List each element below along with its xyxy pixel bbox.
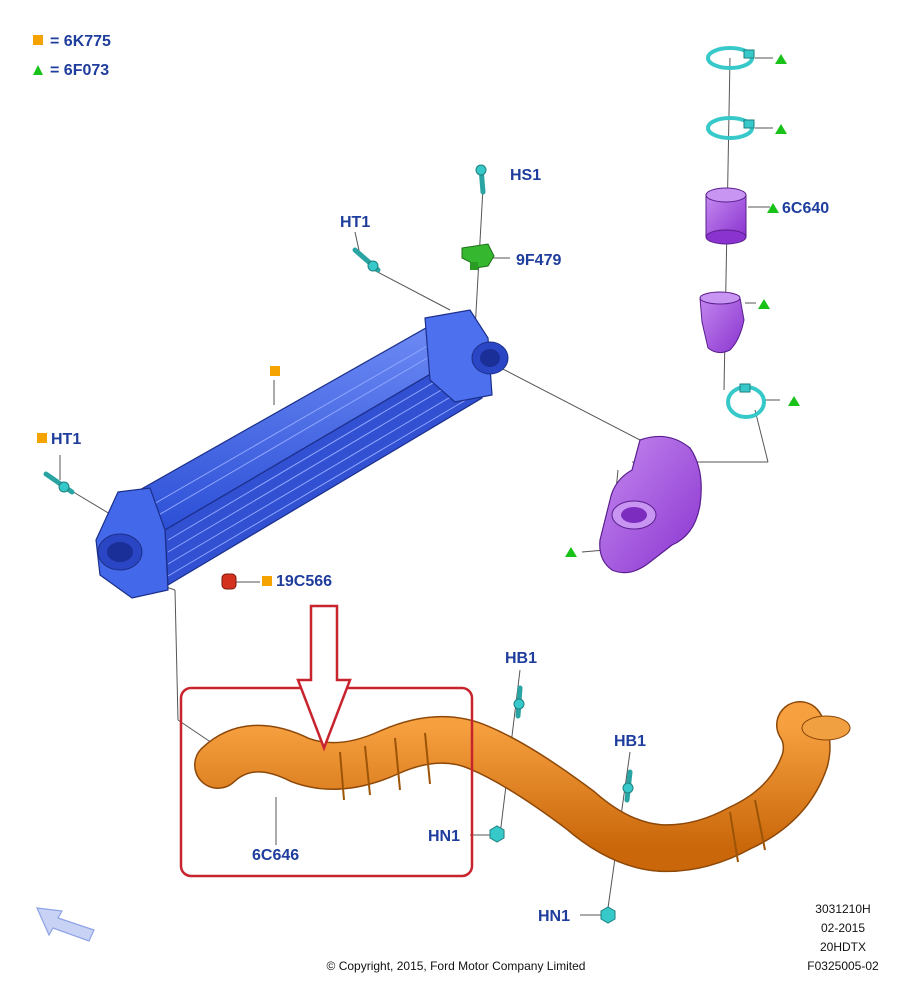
- triangle-marker: [767, 203, 779, 213]
- hs1-bolt: [475, 164, 487, 195]
- hn1-nut-b: [600, 906, 616, 924]
- triangle-marker: [33, 65, 43, 75]
- footer-figure: F0325005-02: [807, 959, 879, 973]
- label-ht1-left: HT1: [51, 431, 81, 448]
- label-hn1-a: HN1: [428, 828, 460, 845]
- ht1-left-bolt: [43, 471, 75, 495]
- footer-copyright: © Copyright, 2015, Ford Motor Company Li…: [327, 959, 586, 973]
- label-hb1-b: HB1: [614, 733, 646, 750]
- clamp-2: [706, 116, 755, 140]
- back-arrow-icon[interactable]: [36, 907, 95, 942]
- svg-text:= 6K775: = 6K775: [50, 33, 111, 50]
- label-hs1: HS1: [510, 167, 541, 184]
- duct-elbow-small: [699, 291, 745, 354]
- square-marker: [262, 576, 272, 586]
- hb1-bolt-a: [513, 685, 525, 719]
- ht1-top-bolt: [352, 247, 381, 273]
- duct-elbow-large: [599, 435, 702, 574]
- hb1-bolt-b: [622, 769, 634, 803]
- duct-6c640: [705, 187, 747, 245]
- square-marker: [270, 366, 280, 376]
- label-19c566: 19C566: [276, 573, 332, 590]
- down-arrow: [296, 604, 352, 752]
- footer-date: 02-2015: [821, 921, 865, 935]
- legend: = 6K775 = 6F073: [33, 33, 111, 79]
- triangle-marker: [565, 547, 577, 557]
- hose-6c646: [194, 701, 851, 873]
- square-marker: [33, 35, 43, 45]
- label-hb1-a: HB1: [505, 650, 537, 667]
- bracket-19c566: [221, 573, 237, 590]
- legend-square-code: 6K775: [64, 33, 111, 50]
- label-6c646: 6C646: [252, 847, 299, 864]
- square-marker: [37, 433, 47, 443]
- intercooler: [95, 309, 509, 599]
- svg-text:= 6F073: = 6F073: [50, 62, 109, 79]
- label-hn1-b: HN1: [538, 908, 570, 925]
- footer-engine: 20HDTX: [820, 940, 866, 954]
- triangle-marker: [775, 54, 787, 64]
- hn1-nut-a: [489, 825, 505, 843]
- clamp-1: [706, 46, 755, 70]
- legend-triangle-code: 6F073: [64, 62, 109, 79]
- triangle-marker: [775, 124, 787, 134]
- footer-ref: 3031210H: [815, 902, 870, 916]
- sensor-9f479: [461, 243, 495, 270]
- triangle-marker: [758, 299, 770, 309]
- label-6c640: 6C640: [782, 200, 829, 217]
- triangle-marker: [788, 396, 800, 406]
- label-ht1-top: HT1: [340, 214, 370, 231]
- clamp-3: [726, 383, 766, 419]
- label-9f479: 9F479: [516, 252, 561, 269]
